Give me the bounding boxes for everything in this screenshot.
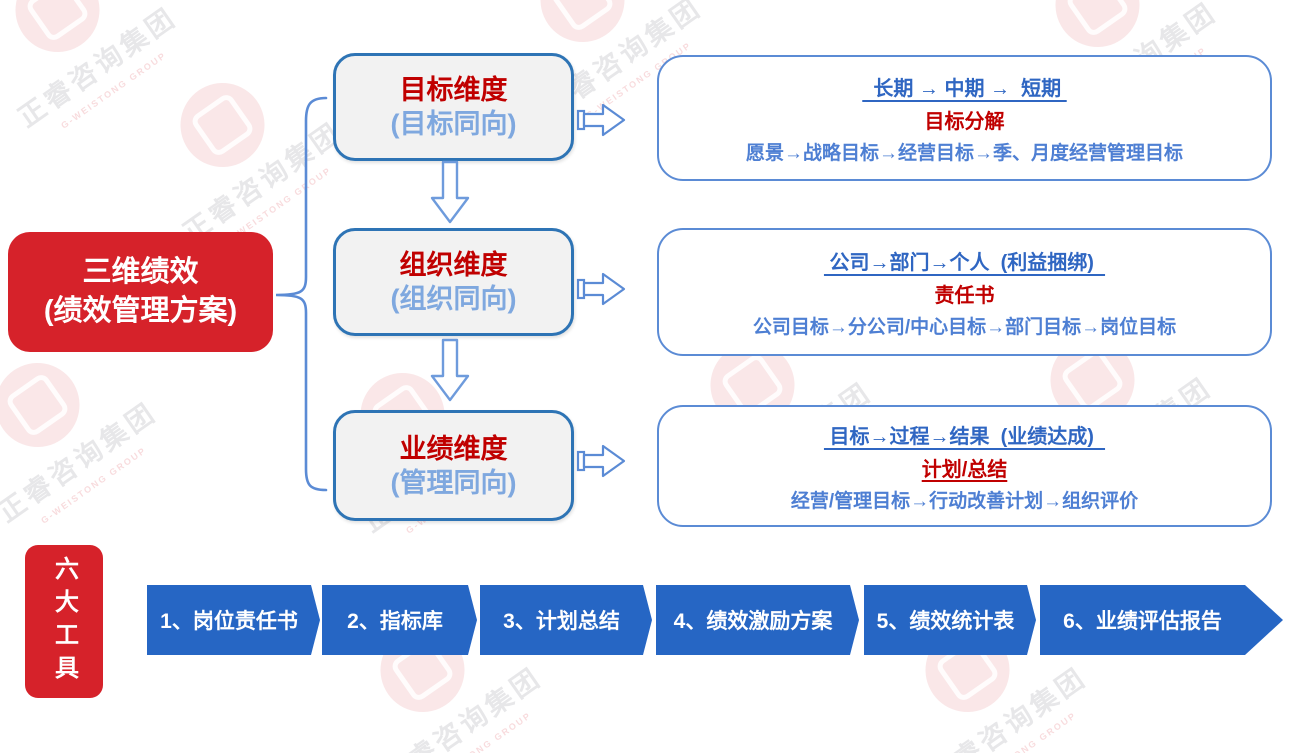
dimension-box-organization: 组织维度 (组织同向) <box>333 228 574 336</box>
dimension-box-goal: 目标维度 (目标同向) <box>333 53 574 161</box>
panel-line2: 计划/总结 <box>921 458 1008 481</box>
right-arrow-icon <box>576 103 626 137</box>
down-arrow-icon <box>430 160 470 224</box>
dimension-subtitle: (管理同向) <box>390 467 517 498</box>
dimension-subtitle: (目标同向) <box>390 109 517 139</box>
panel-line3: 经营/管理目标→行动改善计划→组织评价 <box>790 490 1139 512</box>
tool-item-4: 4、绩效激励方案 <box>656 585 859 655</box>
right-arrow-icon <box>576 272 626 306</box>
panel-line2: 责任书 <box>934 284 995 307</box>
dimension-title: 业绩维度 <box>399 433 508 464</box>
dimension-title: 组织维度 <box>399 250 508 280</box>
panel-line2: 目标分解 <box>924 110 1005 133</box>
tool-item-1: 1、岗位责任书 <box>147 585 320 655</box>
dimension-title: 目标维度 <box>399 75 508 105</box>
main-subtitle: (绩效管理方案) <box>43 295 238 327</box>
panel-line3: 公司目标→分公司/中心目标→部门目标→岗位目标 <box>752 316 1177 338</box>
watermark-logo-icon <box>0 0 117 69</box>
panel-line3: 愿景→战略目标→经营目标→季、月度经营管理目标 <box>745 142 1183 164</box>
tool-item-2: 2、指标库 <box>322 585 477 655</box>
six-tools-label-box: 六大工具 <box>25 545 103 698</box>
main-title: 三维绩效 <box>82 256 199 288</box>
detail-panel-performance: 目标→过程→结果 (业绩达成) 计划/总结 经营/管理目标→行动改善计划→组织评… <box>657 405 1272 527</box>
tool-item-3: 3、计划总结 <box>480 585 652 655</box>
right-arrow-icon <box>576 444 626 478</box>
down-arrow-icon <box>430 338 470 402</box>
dimension-subtitle: (组织同向) <box>390 284 517 314</box>
watermark-logo-icon <box>0 346 97 464</box>
watermark-logo-icon <box>1039 0 1157 64</box>
watermark-logo-icon <box>524 0 642 59</box>
dimension-box-performance: 业绩维度 (管理同向) <box>333 410 574 521</box>
panel-line1: 长期 → 中期 → 短期 <box>862 77 1067 100</box>
tool-item-6: 6、业绩评估报告 <box>1040 585 1283 655</box>
panel-line1: 目标→过程→结果 (业绩达成) <box>823 425 1106 448</box>
six-tools-label: 六大工具 <box>50 555 78 688</box>
watermark-logo-icon <box>164 66 282 184</box>
brace-connector <box>275 96 328 492</box>
detail-panel-goal: 长期 → 中期 → 短期 目标分解 愿景→战略目标→经营目标→季、月度经营管理目… <box>657 55 1272 181</box>
detail-panel-organization: 公司→部门→个人 (利益捆绑) 责任书 公司目标→分公司/中心目标→部门目标→岗… <box>657 228 1272 356</box>
panel-line1: 公司→部门→个人 (利益捆绑) <box>823 251 1106 274</box>
tool-item-5: 5、绩效统计表 <box>864 585 1036 655</box>
main-title-box: 三维绩效 (绩效管理方案) <box>8 232 273 352</box>
